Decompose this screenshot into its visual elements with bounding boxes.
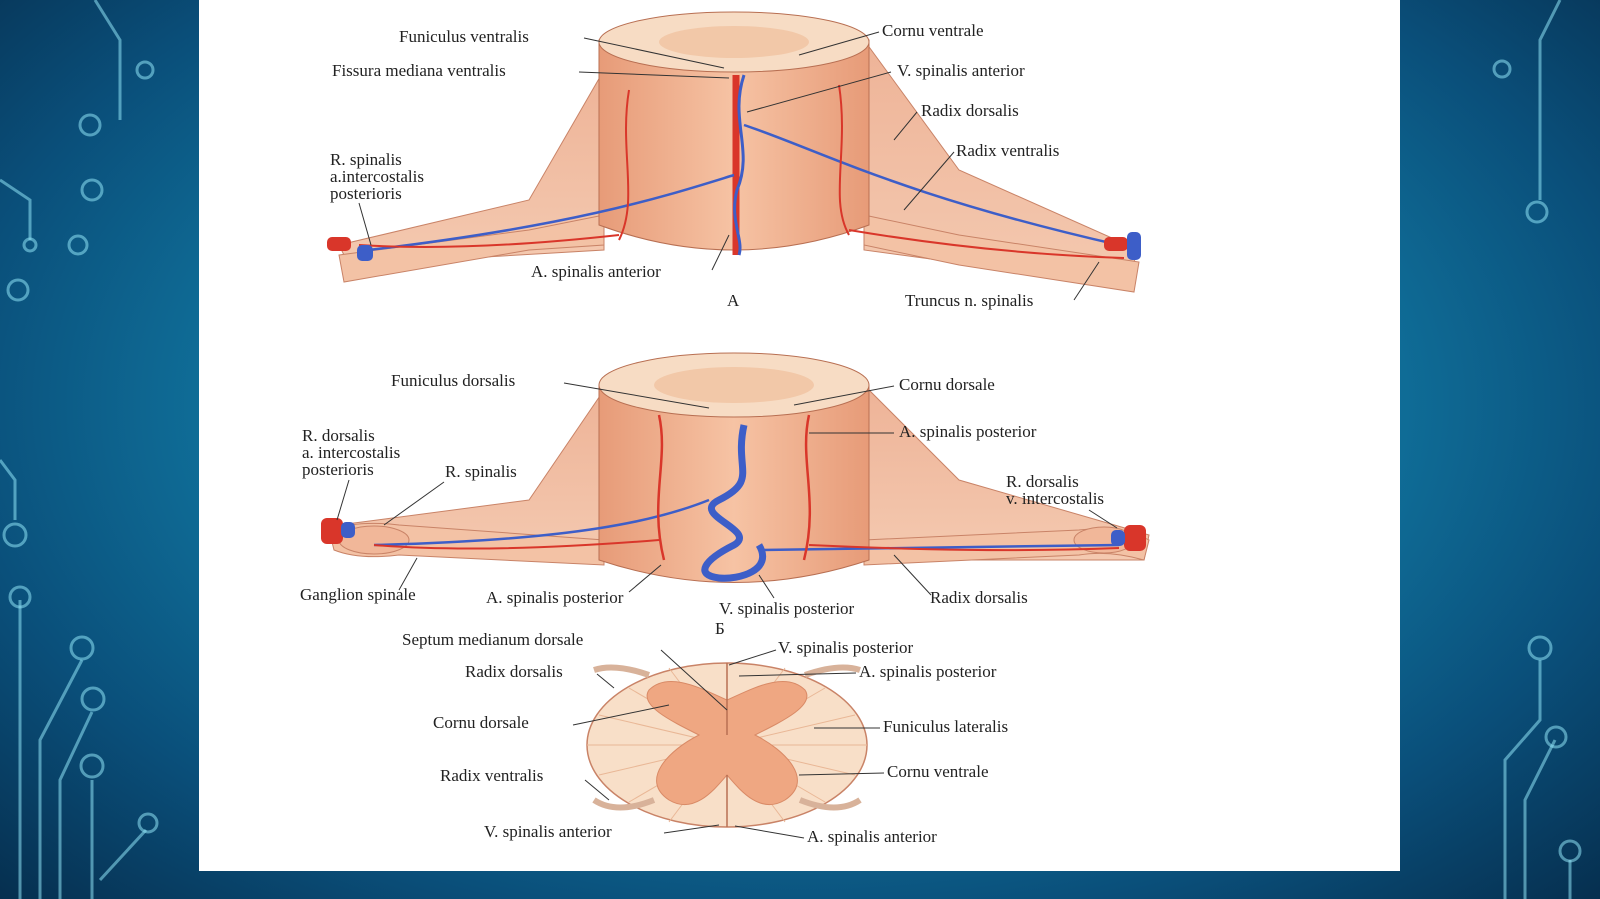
label-v-spinalis-anterior: V. spinalis anterior xyxy=(897,61,1025,80)
spinal-cord-illustration: Funiculus ventralis Fissura mediana vent… xyxy=(300,11,1150,846)
label-radix-dorsalis-b: Radix dorsalis xyxy=(930,588,1028,607)
label-r-dorsalis-a-line3: posterioris xyxy=(302,460,374,479)
label-r-spinalis-line2: a.intercostalis xyxy=(330,167,424,186)
circuit-decoration-right xyxy=(1492,0,1582,899)
label-cornu-ventrale-c: Cornu ventrale xyxy=(887,762,989,781)
figure-a-ventral-view: Funiculus ventralis Fissura mediana vent… xyxy=(327,11,1141,310)
label-radix-dorsalis-c: Radix dorsalis xyxy=(465,662,563,681)
label-ganglion-spinale: Ganglion spinale xyxy=(300,585,416,604)
b-cord-body xyxy=(598,384,870,583)
figure-panel: Funiculus ventralis Fissura mediana vent… xyxy=(199,0,1400,871)
a-right-nerve-trunk xyxy=(863,214,1140,293)
label-a-spinalis-anterior: A. spinalis anterior xyxy=(531,262,661,281)
figure-b-dorsal-view: Funiculus dorsalis Cornu dorsale A. spin… xyxy=(300,352,1150,638)
label-a-spinalis-posterior-bottom: A. spinalis posterior xyxy=(486,588,624,607)
label-r-dorsalis-a-line1: R. dorsalis xyxy=(302,426,375,445)
panel-letter-b: Б xyxy=(715,619,725,638)
label-r-dorsalis-a-line2: a. intercostalis xyxy=(302,443,400,462)
label-a-spinalis-posterior-c: A. spinalis posterior xyxy=(859,662,997,681)
label-truncus-n-spinalis: Truncus n. spinalis xyxy=(905,291,1033,310)
label-radix-ventralis-c: Radix ventralis xyxy=(440,766,543,785)
b-posterior-spinal-artery-right xyxy=(802,414,812,561)
label-v-spinalis-posterior-c: V. spinalis posterior xyxy=(778,638,914,657)
label-septum-medianum-dorsale: Septum medianum dorsale xyxy=(402,630,583,649)
label-r-spinalis-b: R. spinalis xyxy=(445,462,517,481)
label-fissura-mediana-ventralis: Fissura mediana ventralis xyxy=(332,61,506,80)
label-v-spinalis-anterior-c: V. spinalis anterior xyxy=(484,822,612,841)
label-v-spinalis-posterior-b: V. spinalis posterior xyxy=(719,599,855,618)
label-a-spinalis-anterior-c: A. spinalis anterior xyxy=(807,827,937,846)
label-radix-dorsalis: Radix dorsalis xyxy=(921,101,1019,120)
label-r-spinalis-line3: posterioris xyxy=(330,184,402,203)
label-cornu-ventrale: Cornu ventrale xyxy=(882,21,984,40)
circuit-decoration-left xyxy=(0,0,159,899)
label-radix-ventralis: Radix ventralis xyxy=(956,141,1059,160)
figure-c-cross-section: Septum medianum dorsale V. spinalis post… xyxy=(402,630,1008,846)
label-r-dorsalis-v-line2: v. intercostalis xyxy=(1006,489,1104,508)
label-funiculus-lateralis: Funiculus lateralis xyxy=(883,717,1008,736)
label-cornu-dorsale-c: Cornu dorsale xyxy=(433,713,529,732)
label-funiculus-ventralis: Funiculus ventralis xyxy=(399,27,529,46)
label-funiculus-dorsalis: Funiculus dorsalis xyxy=(391,371,515,390)
a-left-nerve-trunk xyxy=(338,214,605,283)
a-anterior-spinal-vein xyxy=(733,74,746,256)
panel-letter-a: А xyxy=(727,291,740,310)
label-r-dorsalis-v-line1: R. dorsalis xyxy=(1006,472,1079,491)
label-cornu-dorsale: Cornu dorsale xyxy=(899,375,995,394)
b-posterior-spinal-artery-left xyxy=(656,414,666,561)
label-r-spinalis-line1: R. spinalis xyxy=(330,150,402,169)
label-a-spinalis-posterior-top: A. spinalis posterior xyxy=(899,422,1037,441)
b-posterior-spinal-vein xyxy=(701,424,767,582)
